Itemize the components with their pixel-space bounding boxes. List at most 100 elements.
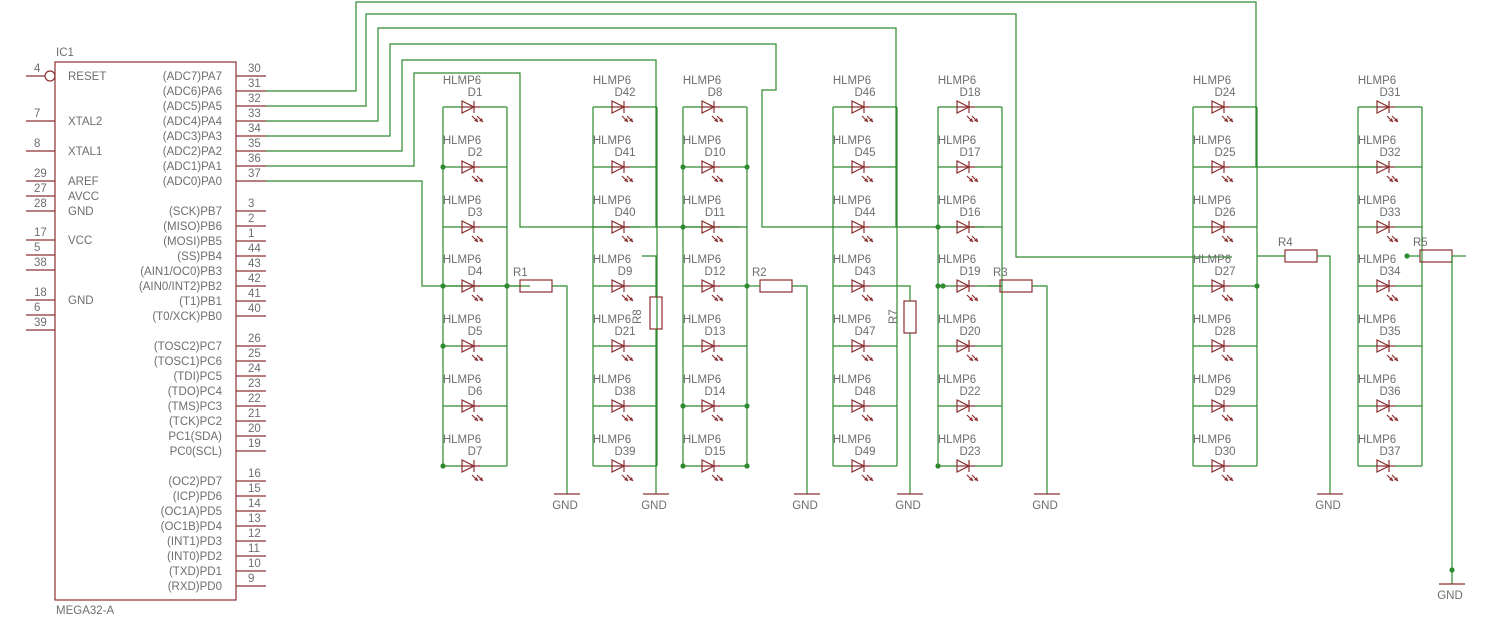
- pin-label: (INT1)PD3: [167, 536, 222, 548]
- led-designator: D47: [854, 326, 875, 338]
- led-value: HLMP6: [833, 374, 871, 386]
- pin-number: 40: [248, 303, 261, 315]
- pin-label: (OC1A)PD5: [161, 506, 222, 518]
- pin-number: 44: [248, 243, 261, 255]
- led-value: HLMP6: [683, 254, 721, 266]
- pin-number: 33: [248, 108, 261, 120]
- ic-right-pin: 10(TXD)PD1: [169, 558, 266, 578]
- led-value: HLMP6: [833, 434, 871, 446]
- pin-number: 32: [248, 93, 261, 105]
- ground-label: GND: [641, 500, 667, 512]
- led-designator: D1: [468, 87, 483, 99]
- ic-right-pin: 15(ICP)PD6: [173, 483, 266, 503]
- ground-label: GND: [552, 500, 578, 512]
- led-designator: D21: [614, 326, 635, 338]
- pin-label: (TMS)PC3: [168, 401, 222, 413]
- pin-label: (OC2)PD7: [168, 476, 222, 488]
- pin-label: GND: [68, 206, 94, 218]
- ground-symbol: GND: [1315, 493, 1343, 512]
- pin-number: 9: [248, 573, 254, 585]
- led-designator: D22: [959, 386, 980, 398]
- ic-right-pin: 11(INT0)PD2: [167, 543, 266, 563]
- pin-label: RESET: [68, 71, 106, 83]
- resistor: R4: [1278, 237, 1318, 263]
- ground-symbol: GND: [552, 493, 580, 512]
- led-column: HLMP6D46HLMP6D45HLMP6D44HLMP6D43HLMP6D47…: [832, 75, 898, 482]
- led-designator: D32: [1379, 147, 1400, 159]
- led-value: HLMP6: [1358, 314, 1396, 326]
- ic-right-pin: 40 (T0/XCK)PB0: [152, 303, 266, 323]
- pin-label: (ADC1)PA1: [163, 161, 222, 173]
- pin-number: 5: [34, 242, 40, 254]
- led-value: HLMP6: [443, 135, 481, 147]
- resistor-label: R1: [513, 267, 528, 279]
- pin-label: (RXD)PD0: [168, 581, 222, 593]
- led-designator: D42: [614, 87, 635, 99]
- resistor: R2: [752, 267, 793, 293]
- ic-right-pin: 1(MOSI)PB5: [163, 228, 266, 248]
- led-value: HLMP6: [938, 254, 976, 266]
- ic-right-pin: 37(ADC0)PA0: [163, 168, 266, 188]
- led-designator: D35: [1379, 326, 1400, 338]
- led-designator: D23: [959, 446, 980, 458]
- ic-right-pin: 3(SCK)PB7: [169, 198, 266, 218]
- led-designator: D3: [468, 207, 483, 219]
- ic-right-pin: 22(TMS)PC3: [168, 393, 266, 413]
- led-designator: D25: [1214, 147, 1235, 159]
- led-designator: D41: [614, 147, 635, 159]
- pin-number: 11: [248, 543, 260, 555]
- led-designator: D7: [468, 446, 483, 458]
- pin-label: (OC1B)PD4: [161, 521, 223, 533]
- pin-label: PC1(SDA): [168, 431, 222, 443]
- ic-part: MEGA32-A: [56, 605, 114, 617]
- led-value: HLMP6: [593, 75, 631, 87]
- pin-number: 18: [34, 287, 47, 299]
- pin-label: (TOSC1)PC6: [154, 356, 222, 368]
- led-column: HLMP6D18HLMP6D17HLMP6D16HLMP6D19HLMP6D20…: [935, 75, 1003, 482]
- ic-right-pin: 12(INT1)PD3: [167, 528, 266, 548]
- pin-label: (ICP)PD6: [173, 491, 222, 503]
- ic-right-pin: 33 (ADC4)PA4: [163, 108, 266, 128]
- ic-right-pin: 14(OC1A)PD5: [161, 498, 266, 518]
- ground-label: GND: [792, 500, 818, 512]
- pin-number: 29: [34, 168, 47, 180]
- pin-number: 31: [248, 78, 261, 90]
- led-designator: D48: [854, 386, 875, 398]
- resistor-label: R7: [888, 309, 900, 324]
- pin-label: (ADC4)PA4: [163, 116, 223, 128]
- ic-right-pin: 42(AIN0/INT2)PB2: [139, 273, 266, 293]
- pin-label: (ADC7)PA7: [163, 71, 222, 83]
- led-designator: D27: [1214, 266, 1235, 278]
- led-designator: D4: [468, 266, 483, 278]
- led-designator: D38: [614, 386, 635, 398]
- pin-number: 16: [248, 468, 261, 480]
- ic-right-pin: 24(TDI)PC5: [173, 363, 266, 383]
- pin-label: (TCK)PC2: [169, 416, 222, 428]
- led-designator: D37: [1379, 446, 1400, 458]
- led-value: HLMP6: [938, 75, 976, 87]
- ic-left-pin: 39: [26, 317, 55, 331]
- ic-right-pin: 31(ADC6)PA6: [163, 78, 266, 98]
- resistor-label: R2: [752, 267, 767, 279]
- pin-number: 39: [34, 317, 47, 329]
- pin-number: 10: [248, 558, 261, 570]
- pin-label: (T0/XCK)PB0: [152, 311, 222, 323]
- pin-label: (TDI)PC5: [173, 371, 222, 383]
- ic-right-pin: 16 (OC2)PD7: [168, 468, 266, 488]
